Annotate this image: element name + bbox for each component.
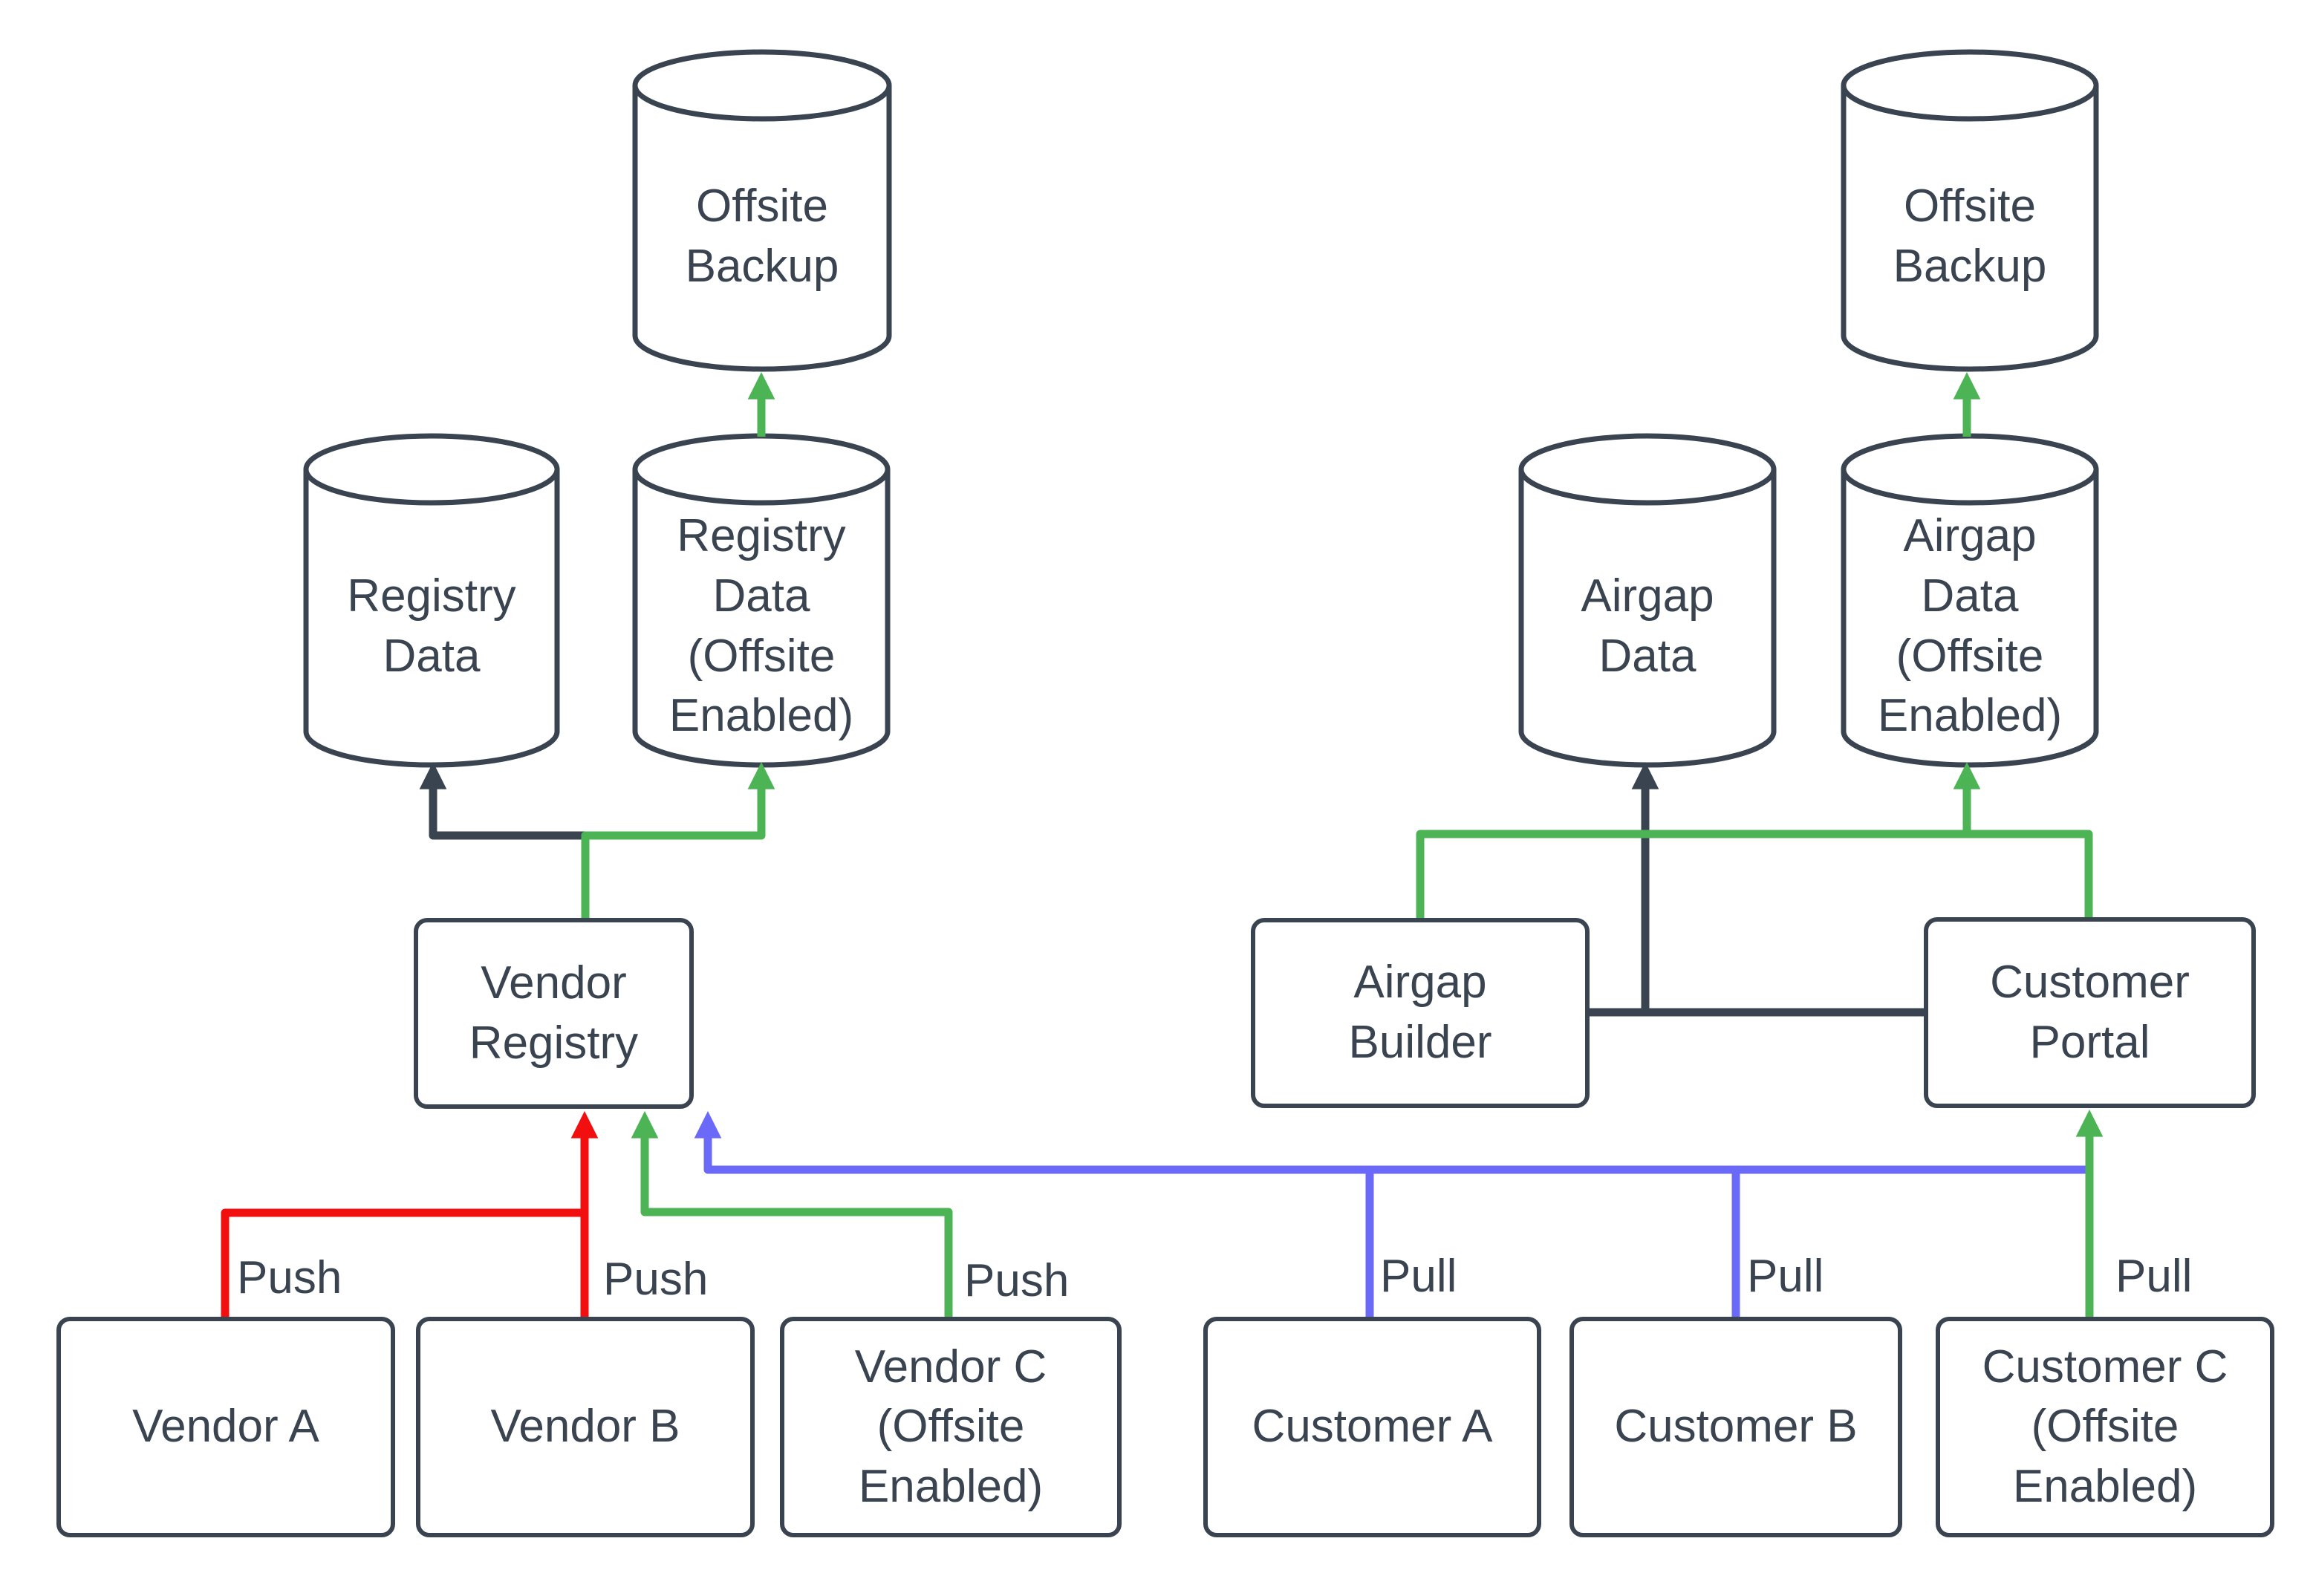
customer-portal-text: Customer Portal <box>1990 956 2190 1068</box>
vendor-a-text: Vendor A <box>132 1401 319 1453</box>
diagram-edges-layer <box>221 372 2104 1317</box>
edge-label-vendor-c-push: Push <box>964 1255 1070 1306</box>
node-customer-b: Customer B <box>1569 1317 1902 1537</box>
edge-label-customer-b-pull: Pull <box>1747 1251 1824 1302</box>
node-airgap-builder: Airgap Builder <box>1251 918 1590 1108</box>
node-vendor-a: Vendor A <box>56 1317 395 1537</box>
edge-customers-pull-to-vendor-registry <box>694 1111 2089 1174</box>
airgap-builder-text: Airgap Builder <box>1348 957 1492 1068</box>
node-vendor-registry: Vendor Registry <box>414 918 694 1109</box>
node-vendor-c: Vendor C (Offsite Enabled) <box>780 1317 1122 1537</box>
cylinder-registry-data-offsite <box>632 433 891 768</box>
customer-c-text: Customer C (Offsite Enabled) <box>1982 1341 2228 1512</box>
vendor-c-text: Vendor C (Offsite Enabled) <box>854 1341 1047 1512</box>
vendor-b-text: Vendor B <box>490 1401 680 1453</box>
vendor-registry-text: Vendor Registry <box>469 957 639 1069</box>
cylinder-offsite-backup-left <box>632 49 892 372</box>
node-customer-a: Customer A <box>1203 1317 1541 1537</box>
cylinder-airgap-data <box>1518 433 1777 768</box>
cylinder-registry-data <box>303 433 560 768</box>
edge-vendor-registry-to-registry-data-offsite <box>581 762 775 918</box>
edge-label-customer-a-pull: Pull <box>1380 1251 1457 1302</box>
cylinder-offsite-backup-right <box>1841 49 2099 372</box>
node-customer-portal: Customer Portal <box>1924 917 2256 1108</box>
edge-vendor-c-push-to-vendor-registry <box>631 1111 953 1317</box>
edge-label-vendor-a-push: Push <box>237 1252 342 1303</box>
edge-label-customer-c-pull: Pull <box>2115 1251 2193 1302</box>
edge-label-vendor-b-push: Push <box>603 1254 709 1305</box>
customer-a-text: Customer A <box>1252 1401 1493 1453</box>
cylinder-airgap-data-offsite <box>1841 433 2099 768</box>
edge-vendor-registry-to-registry-data <box>419 762 590 918</box>
node-vendor-b: Vendor B <box>416 1317 755 1537</box>
customer-b-text: Customer B <box>1614 1401 1858 1453</box>
node-customer-c: Customer C (Offsite Enabled) <box>1936 1317 2274 1537</box>
edge-vendor-a-push <box>221 1208 585 1317</box>
edge-airgap-builder-to-customer-portal-green <box>1416 830 2093 919</box>
